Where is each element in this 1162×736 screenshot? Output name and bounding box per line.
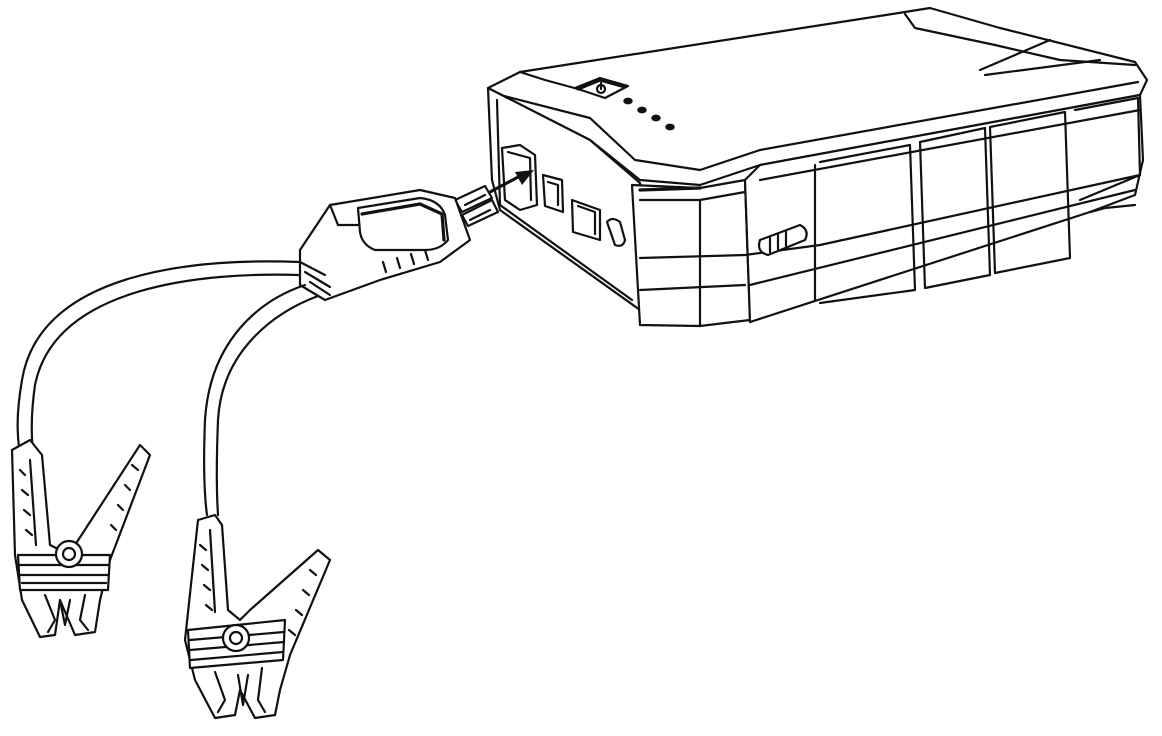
positive-clamp-icon xyxy=(10,438,152,639)
front-corner-block xyxy=(630,178,752,328)
cable-left-inner xyxy=(30,273,302,457)
side-top-line xyxy=(758,108,1142,182)
negative-clamp-icon xyxy=(183,513,332,720)
cable-left-outer xyxy=(16,260,302,457)
clamp-module-icon xyxy=(298,184,500,302)
side-base xyxy=(1088,203,1137,214)
cables xyxy=(16,260,320,517)
top-ridge-right xyxy=(993,43,1137,67)
top-ridge-left xyxy=(903,12,997,47)
side-panel-2 xyxy=(918,126,992,290)
vent-strip xyxy=(638,186,702,192)
usb-c-port-icon xyxy=(605,217,627,247)
insertion-arrow-icon xyxy=(488,170,534,194)
usb-port-icon xyxy=(541,173,602,242)
cable-right-outer xyxy=(203,283,307,517)
top-face xyxy=(486,6,1149,187)
slide-switch xyxy=(757,223,808,257)
battery-led-indicators xyxy=(623,97,675,131)
side-panel-4 xyxy=(1073,96,1142,202)
top-bevel xyxy=(498,80,1140,172)
jump-starter-unit xyxy=(486,6,1149,328)
side-panel-1 xyxy=(813,143,917,305)
corner-lines xyxy=(638,190,747,327)
top-ridge-diag xyxy=(978,38,1102,77)
cable-right-inner xyxy=(215,294,320,517)
front-inner-edge xyxy=(495,98,634,302)
side-face xyxy=(743,93,1145,324)
power-button-icon xyxy=(573,76,630,100)
